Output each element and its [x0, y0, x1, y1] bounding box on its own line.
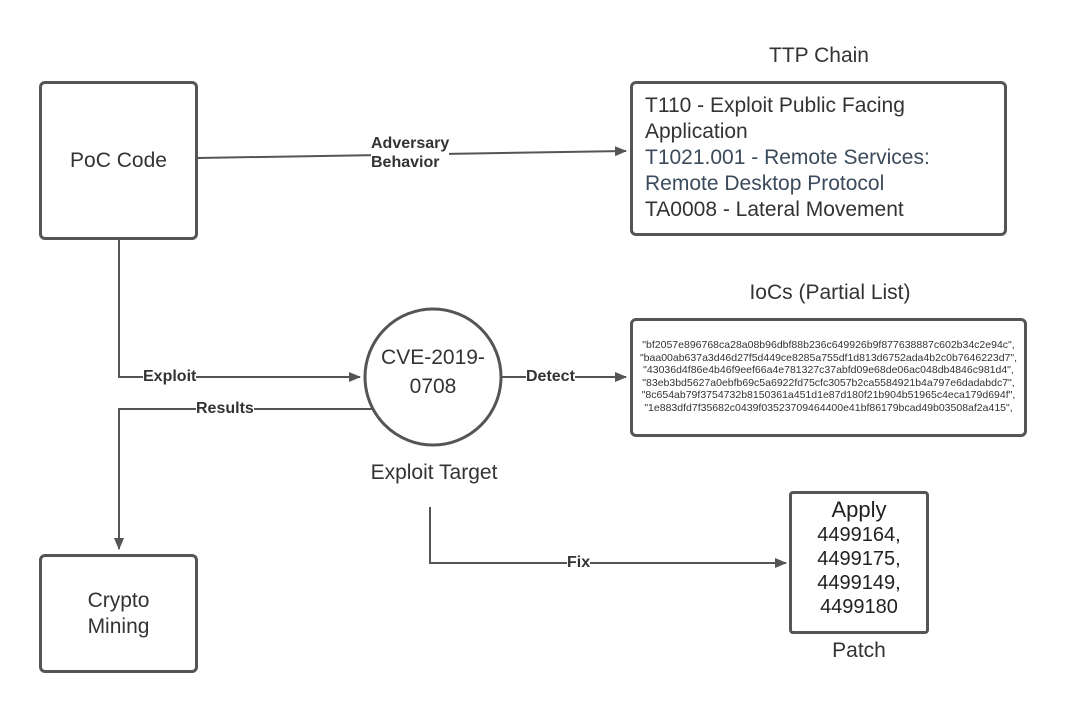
ioc-hash: "83eb3bd5627a0ebfb69c5a6922fd75cfc3057b2… — [642, 376, 1015, 389]
ioc-hash: "1e883dfd7f35682c0439f03523709464400e41b… — [644, 401, 1013, 414]
patch-kb: 4499180 — [820, 596, 898, 618]
poc-code-label: PoC Code — [70, 148, 167, 172]
patch-box: Apply 4499164, 4499175, 4499149, 4499180 — [789, 491, 929, 634]
ioc-hash: "43036d4f86e4b46f9eef66a4e781327c37abfd0… — [643, 364, 1014, 377]
edge-label-adversary: Adversary — [371, 135, 450, 152]
edge-cve-to-patch — [429, 507, 787, 568]
ioc-hash: "baa00ab637a3d46d27f5d449ce8285a755df1d8… — [639, 351, 1018, 364]
poc-code-node: PoC Code — [39, 81, 198, 240]
patch-kb: 4499149, — [817, 572, 901, 594]
iocs-box: "bf2057e896768ca28a08b96dbf88b236c649926… — [630, 318, 1027, 437]
crypto-mining-label: Crypto Mining — [87, 588, 150, 638]
cve-label-line1: CVE-2019- — [381, 346, 485, 369]
edge-label-behavior: Behavior — [371, 154, 440, 171]
patch-caption: Patch — [832, 639, 886, 662]
ttp-line-1: T110 - Exploit Public Facing — [645, 94, 905, 117]
cve-node-circle — [363, 307, 503, 447]
edge-label-results: Results — [196, 399, 254, 418]
cve-node-label: CVE-2019- 0708 — [365, 343, 501, 401]
ttp-line-3: T1021.001 - Remote Services: — [645, 146, 930, 169]
ttp-line-2: Application — [645, 120, 748, 143]
iocs-title: IoCs (Partial List) — [749, 281, 911, 304]
ioc-hash: "8c654ab79f3754732b8150361a451d1e87d180f… — [641, 389, 1016, 402]
ttp-line-4: Remote Desktop Protocol — [645, 172, 885, 195]
ttp-chain-box: T110 - Exploit Public Facing Application… — [630, 81, 1007, 236]
edge-cve-to-crypto — [114, 408, 372, 550]
patch-kb: 4499164, — [817, 524, 901, 546]
edge-label-adversary-behavior: Adversary Behavior — [371, 134, 450, 172]
ioc-hash: "bf2057e896768ca28a08b96dbf88b236c649926… — [642, 339, 1015, 351]
patch-apply: Apply — [831, 497, 887, 522]
ttp-line-5: TA0008 - Lateral Movement — [645, 198, 904, 221]
edge-label-exploit: Exploit — [143, 367, 197, 386]
patch-kb: 4499175, — [817, 548, 901, 570]
exploit-target-caption: Exploit Target — [370, 461, 498, 484]
cve-label-line2: 0708 — [409, 375, 457, 398]
edge-label-fix: Fix — [567, 553, 591, 572]
ttp-chain-title: TTP Chain — [769, 44, 869, 67]
edge-label-detect: Detect — [526, 367, 575, 386]
crypto-mining-node: Crypto Mining — [39, 554, 198, 673]
edge-poc-to-cve — [118, 240, 361, 382]
